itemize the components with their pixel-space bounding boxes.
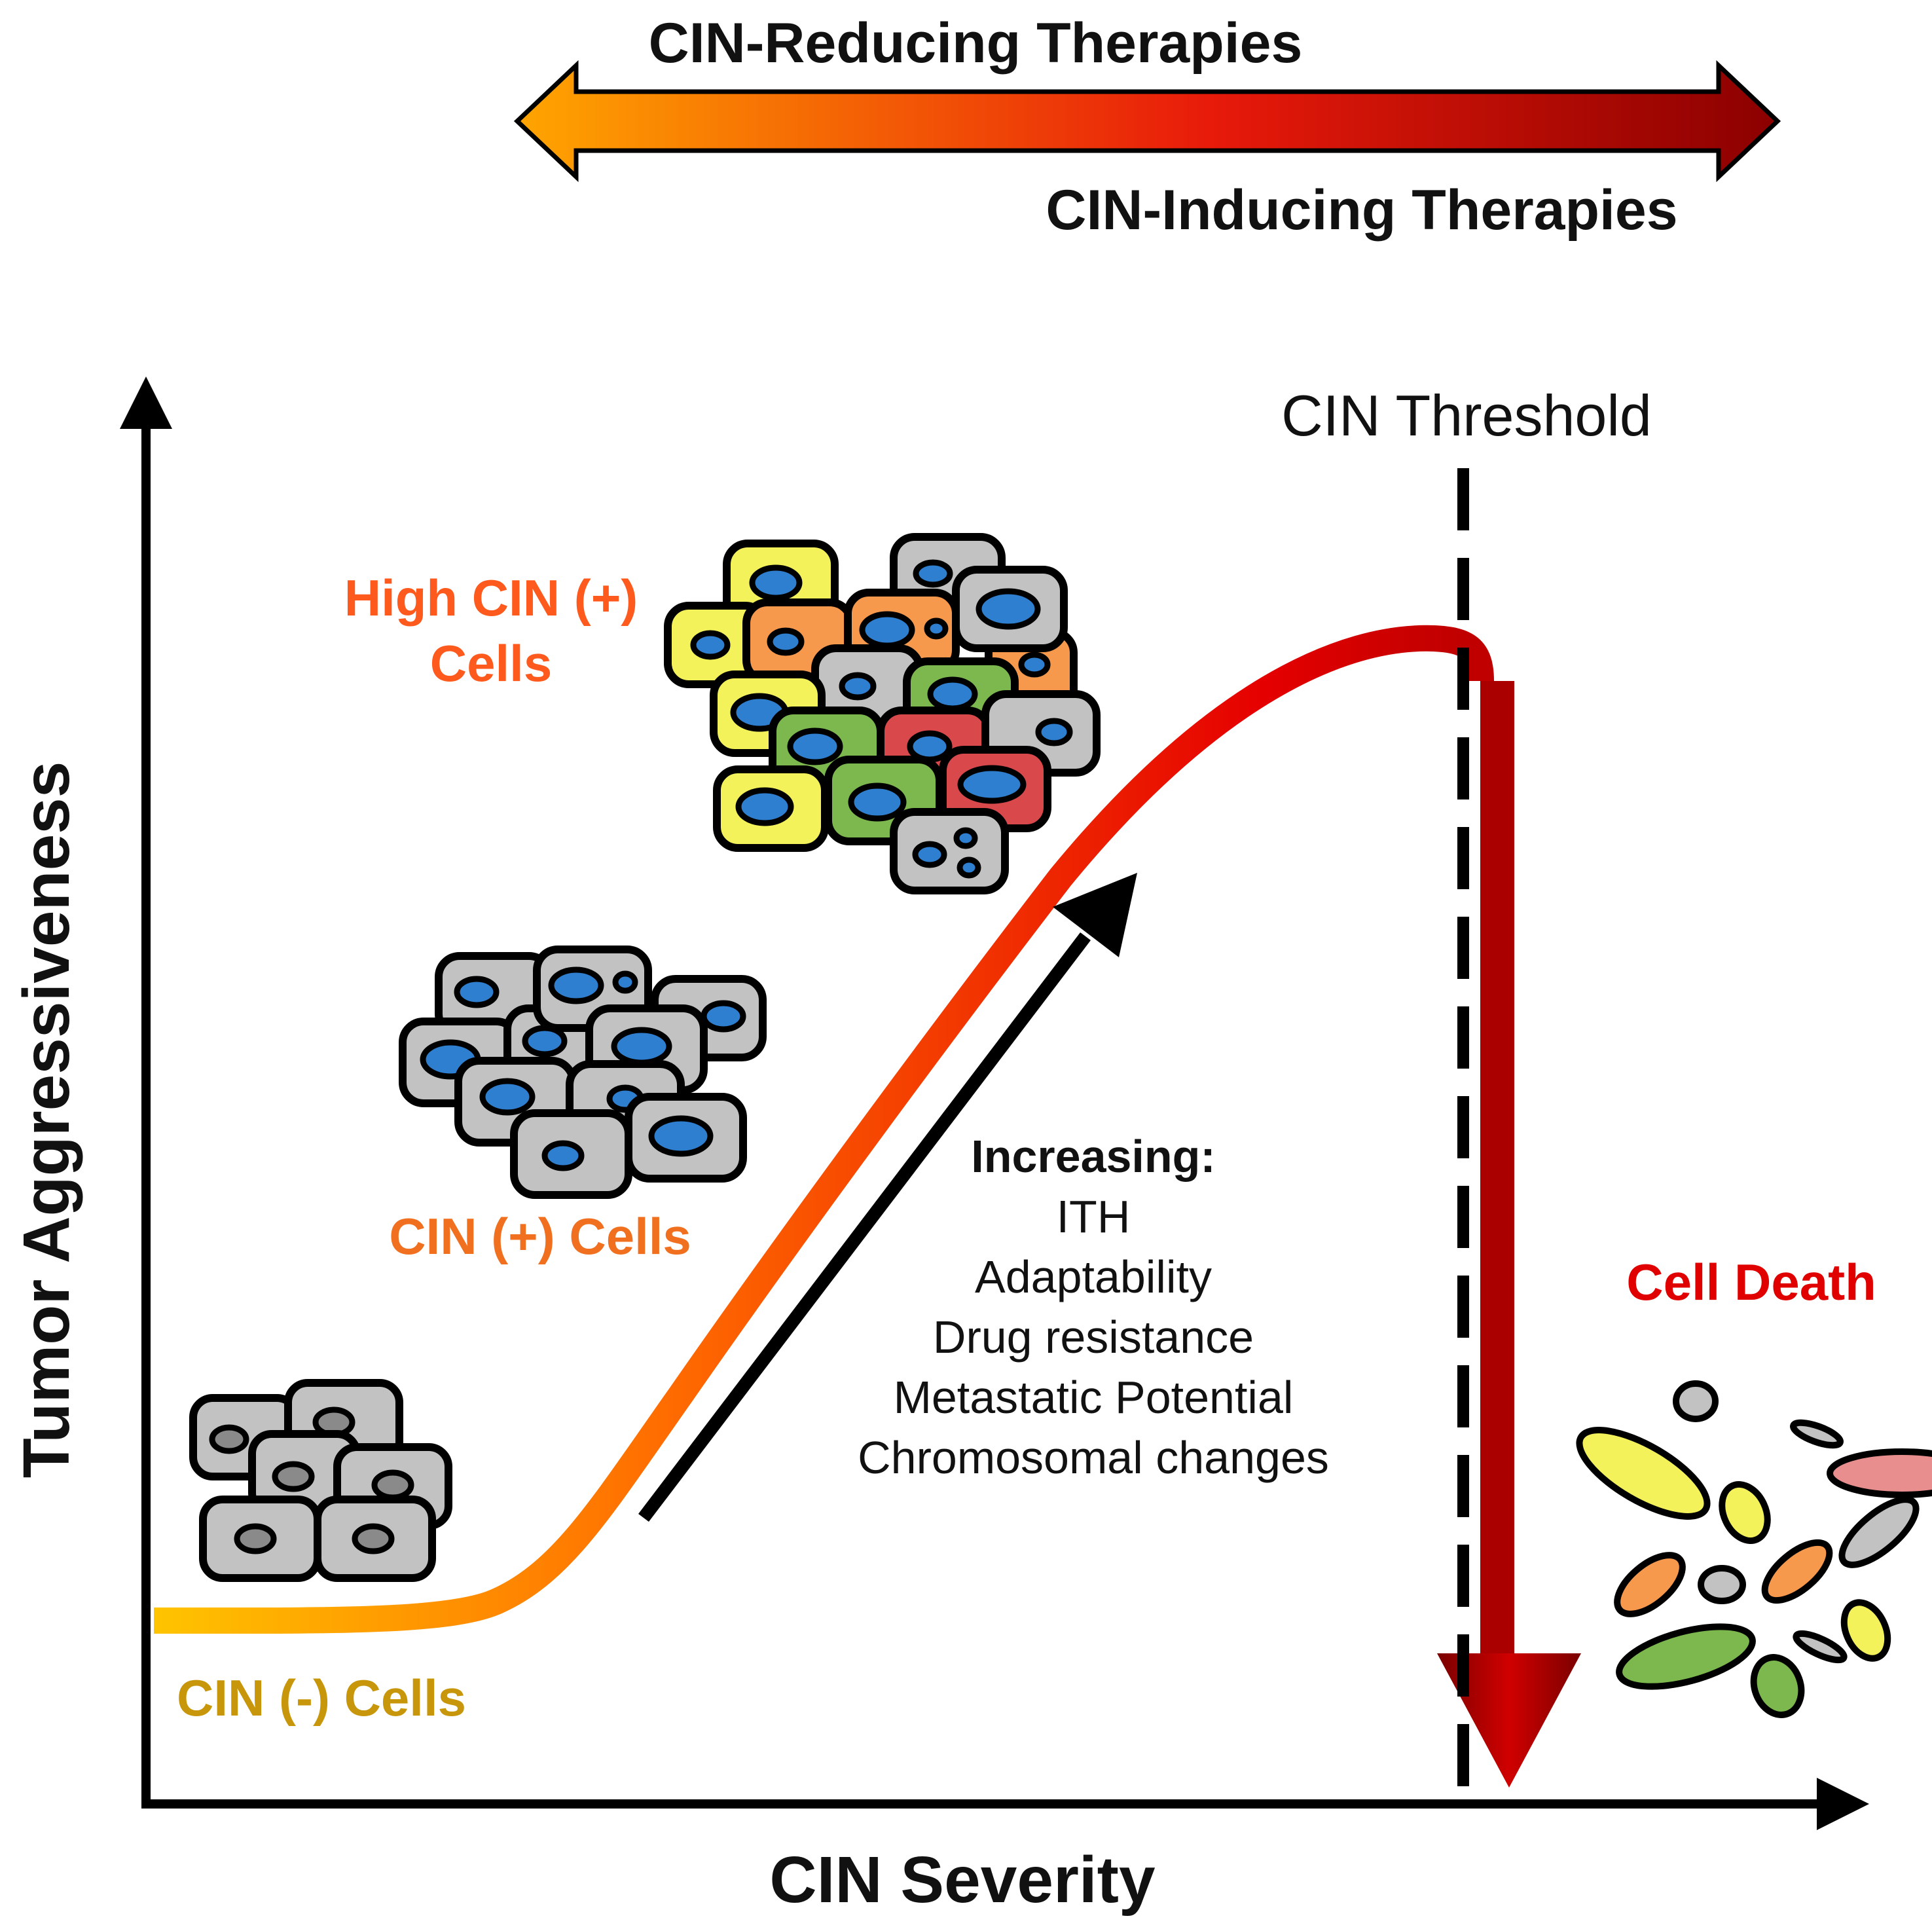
debris-fragment [1673, 1380, 1719, 1422]
increasing-arrow-shaft [638, 932, 1091, 1522]
dead-cell-debris [1576, 1380, 1932, 1718]
increasing-item: ITH [1057, 1191, 1131, 1242]
cin-positive-label: CIN (+) Cells [389, 1207, 691, 1265]
increasing-arrowhead [1053, 873, 1137, 957]
debris-fragment [1827, 1448, 1932, 1498]
cell [199, 1496, 321, 1582]
debris-fragment [1838, 1496, 1920, 1568]
cin-negative-label: CIN (-) Cells [177, 1669, 466, 1727]
high-cin-cell-cluster [664, 533, 1101, 894]
debris-fragment [1698, 1565, 1746, 1604]
therapy-double-arrow [513, 60, 1781, 183]
high-cin-label-cells: Cells [430, 634, 552, 692]
cell-death-label: Cell Death [1626, 1253, 1876, 1311]
debris-fragment [1761, 1539, 1833, 1604]
debris-fragment [1840, 1599, 1891, 1662]
increasing-item: Chromosomal changes [858, 1432, 1329, 1483]
cell [890, 808, 1009, 894]
aggressiveness-curve [153, 625, 1494, 1634]
cell [314, 1496, 436, 1582]
increasing-header: Increasing: [971, 1131, 1215, 1182]
debris-fragment [1750, 1654, 1805, 1718]
increasing-item: Metastatic Potential [894, 1372, 1294, 1423]
x-axis-label: CIN Severity [769, 1843, 1156, 1917]
increasing-item: Drug resistance [933, 1312, 1254, 1363]
x-axis-arrowhead [1817, 1778, 1869, 1830]
cin-positive-cell-cluster [399, 946, 767, 1199]
cin-reducing-label: CIN-Reducing Therapies [649, 12, 1303, 75]
cell [713, 765, 829, 852]
y-axis-label: Tumor Aggressiveness [10, 762, 83, 1479]
debris-fragment [1790, 1419, 1844, 1449]
cell [625, 1093, 747, 1183]
cell [952, 566, 1068, 652]
cell [510, 1109, 632, 1199]
cell-death-arrowhead [1437, 1653, 1581, 1788]
debris-fragment [1614, 1552, 1686, 1617]
debris-fragment [1576, 1427, 1711, 1520]
y-axis-arrowhead [120, 377, 172, 429]
debris-fragment [1719, 1481, 1771, 1544]
high-cin-label: High CIN (+) [344, 569, 638, 627]
increasing-item: Adaptability [975, 1251, 1212, 1302]
cin-inducing-label: CIN-Inducing Therapies [1046, 179, 1677, 242]
increasing-list: Increasing: ITH Adaptability Drug resist… [858, 1131, 1329, 1483]
debris-fragment [1616, 1623, 1756, 1690]
axes [120, 377, 1869, 1830]
cin-negative-cell-cluster [189, 1379, 452, 1582]
cin-threshold-label: CIN Threshold [1281, 383, 1652, 448]
debris-fragment [1793, 1630, 1848, 1664]
